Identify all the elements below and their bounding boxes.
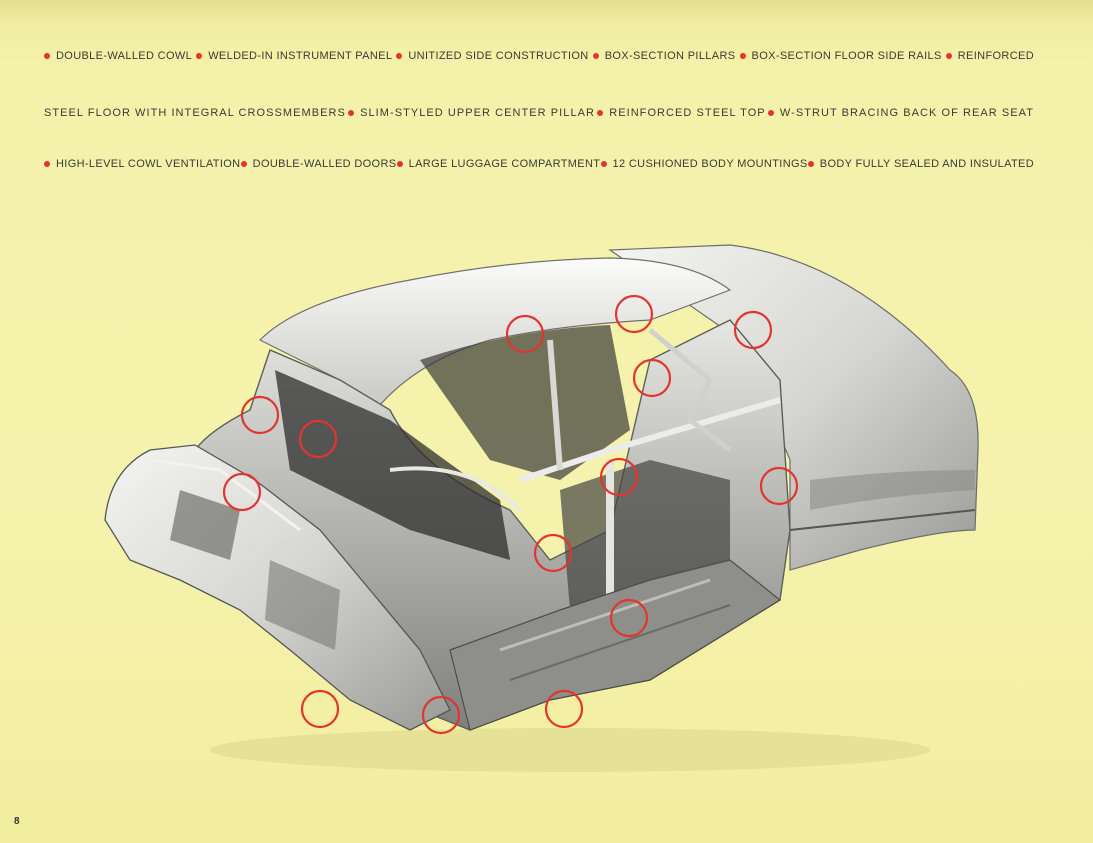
feature-item: SLIM-STYLED UPPER CENTER PILLAR	[348, 107, 595, 119]
feature-label: REINFORCED STEEL TOP	[609, 107, 766, 119]
feature-label: DOUBLE-WALLED COWL	[56, 50, 193, 62]
feature-item: REINFORCED STEEL TOP	[597, 107, 766, 119]
feature-marker	[240, 395, 280, 435]
feature-label: BOX-SECTION FLOOR SIDE RAILS	[751, 50, 942, 62]
feature-markers	[222, 294, 799, 735]
feature-label: LARGE LUGGAGE COMPARTMENT	[408, 158, 601, 170]
bullet-dot-icon	[396, 53, 403, 59]
feature-marker	[300, 689, 340, 729]
feature-item: REINFORCED	[945, 50, 1034, 62]
feature-label: WELDED-IN INSTRUMENT PANEL	[208, 50, 393, 62]
bullet-dot-icon	[739, 53, 746, 59]
bullet-dot-icon	[807, 161, 814, 167]
feature-marker	[733, 310, 773, 350]
page-number: 8	[14, 816, 20, 827]
feature-marker	[421, 695, 461, 735]
feature-label: 12 CUSHIONED BODY MOUNTINGS	[612, 158, 808, 170]
bullet-dot-icon	[44, 161, 50, 167]
feature-marker	[222, 472, 262, 512]
feature-list: DOUBLE-WALLED COWL WELDED-IN INSTRUMENT P…	[44, 0, 1034, 190]
bullet-dot-icon	[767, 110, 774, 116]
car-shadow	[210, 728, 930, 772]
feature-label: REINFORCED	[957, 50, 1034, 62]
bullet-dot-icon	[945, 53, 952, 59]
feature-item: BODY FULLY SEALED AND INSULATED	[807, 158, 1034, 170]
feature-item: WELDED-IN INSTRUMENT PANEL	[196, 50, 392, 62]
floor-pan	[449, 559, 782, 731]
feature-label: UNITIZED SIDE CONSTRUCTION	[408, 50, 589, 62]
feature-marker	[599, 457, 639, 497]
feature-marker	[533, 533, 573, 573]
feature-label: BOX-SECTION PILLARS	[604, 50, 736, 62]
feature-label: SLIM-STYLED UPPER CENTER PILLAR	[360, 107, 595, 119]
bullet-dot-icon	[396, 161, 403, 167]
feature-item: BOX-SECTION FLOOR SIDE RAILS	[739, 50, 942, 62]
feature-label: BODY FULLY SEALED AND INSULATED	[819, 158, 1034, 170]
feature-item: 12 CUSHIONED BODY MOUNTINGS	[600, 158, 808, 170]
feature-label: W-STRUT BRACING BACK OF REAR SEAT	[779, 107, 1034, 119]
feature-marker	[632, 358, 672, 398]
rear-body-section	[608, 244, 979, 571]
feature-line-2: STEEL FLOOR WITH INTEGRAL CROSSMEMBERS SL…	[44, 107, 1034, 119]
feature-label: HIGH-LEVEL COWL VENTILATION	[56, 158, 241, 170]
feature-item: LARGE LUGGAGE COMPARTMENT	[396, 158, 601, 170]
feature-item: W-STRUT BRACING BACK OF REAR SEAT	[767, 107, 1034, 119]
bullet-dot-icon	[240, 161, 247, 167]
feature-label: STEEL FLOOR WITH INTEGRAL CROSSMEMBERS	[44, 107, 346, 119]
bullet-dot-icon	[597, 110, 604, 116]
feature-item: STEEL FLOOR WITH INTEGRAL CROSSMEMBERS	[44, 107, 346, 119]
feature-marker	[609, 598, 649, 638]
feature-label: DOUBLE-WALLED DOORS	[252, 158, 397, 170]
bullet-dot-icon	[600, 161, 607, 167]
feature-item: DOUBLE-WALLED COWL	[44, 50, 192, 62]
feature-line-1: DOUBLE-WALLED COWL WELDED-IN INSTRUMENT P…	[44, 50, 1034, 62]
feature-line-3: HIGH-LEVEL COWL VENTILATION DOUBLE-WALLED…	[44, 158, 1034, 170]
feature-marker	[759, 466, 799, 506]
feature-item: BOX-SECTION PILLARS	[592, 50, 736, 62]
feature-marker	[505, 314, 545, 354]
front-cowl-section	[104, 444, 451, 731]
feature-item: DOUBLE-WALLED DOORS	[240, 158, 397, 170]
car-body-illustration	[104, 244, 979, 772]
feature-marker	[614, 294, 654, 334]
bullet-dot-icon	[592, 53, 599, 59]
feature-marker	[298, 419, 338, 459]
feature-item: UNITIZED SIDE CONSTRUCTION	[396, 50, 588, 62]
feature-marker	[544, 689, 584, 729]
bullet-dot-icon	[196, 53, 203, 59]
feature-item: HIGH-LEVEL COWL VENTILATION	[44, 158, 240, 170]
bullet-dot-icon	[44, 53, 50, 59]
bullet-dot-icon	[348, 110, 355, 116]
